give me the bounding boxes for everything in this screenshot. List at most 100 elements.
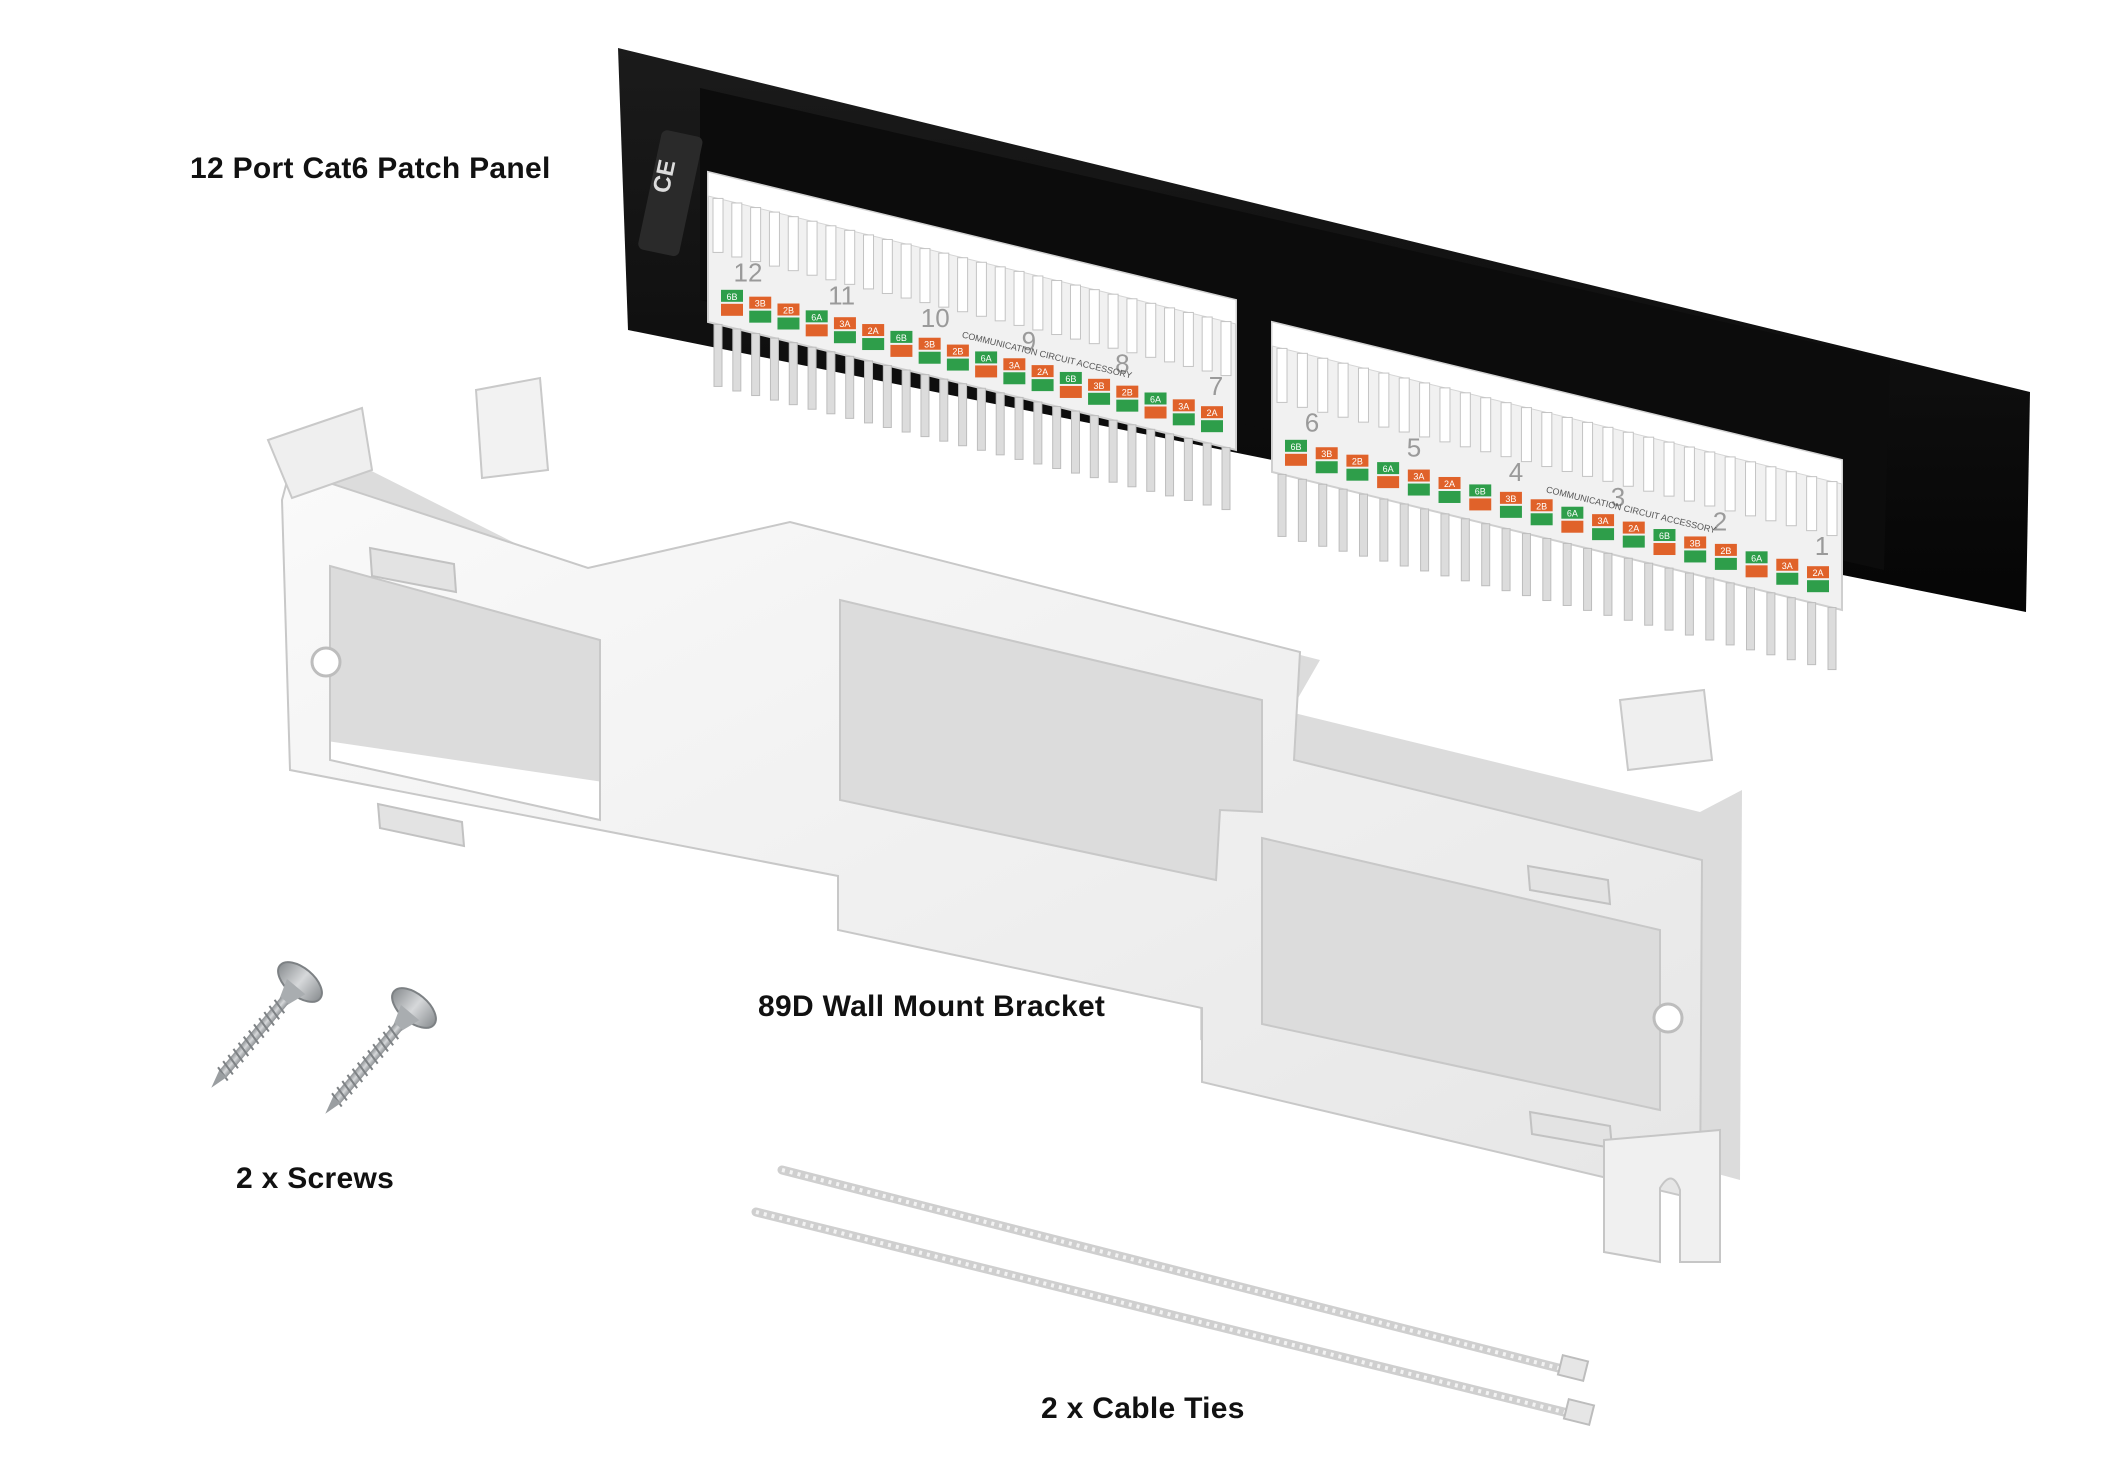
color-tag-text: 6B — [726, 292, 737, 302]
idc-contact — [1357, 367, 1369, 423]
screw-thread — [222, 1060, 234, 1076]
idc-contact — [1378, 372, 1390, 428]
screw-thread — [248, 1029, 260, 1045]
idc-contact — [1398, 377, 1410, 433]
idc-pin — [769, 337, 779, 401]
screw-thread — [372, 1043, 384, 1059]
color-tag-text: 3B — [924, 340, 935, 350]
idc-pin — [1583, 547, 1593, 611]
color-tag — [833, 331, 856, 344]
screw-thread — [367, 1049, 379, 1065]
color-tag-text: 3B — [1321, 449, 1332, 459]
screw-thread — [341, 1080, 353, 1095]
bracket-right-tab — [1618, 688, 1714, 772]
bracket-label: 89D Wall Mount Bracket — [758, 990, 1106, 1023]
color-tag-text: 2A — [1812, 568, 1823, 578]
idc-pin — [1603, 552, 1613, 616]
idc-contact — [863, 234, 875, 290]
screw-thread — [253, 1023, 265, 1039]
idc-contact — [1296, 352, 1308, 408]
idc-contact — [881, 238, 893, 294]
idc-contact — [957, 257, 969, 313]
color-tag-text: 3A — [1782, 561, 1793, 571]
port-number: 3 — [1611, 482, 1625, 512]
idc-contact — [844, 229, 856, 285]
color-tag — [1438, 490, 1461, 503]
color-tag — [721, 303, 743, 316]
idc-contact — [1582, 421, 1594, 477]
idc-contact — [1069, 284, 1081, 340]
screw-thread — [346, 1074, 358, 1089]
color-tag — [890, 344, 913, 357]
idc-contact — [731, 202, 743, 258]
idc-pin — [732, 328, 742, 392]
color-tag-text: 2B — [783, 306, 794, 316]
screw-icon — [325, 987, 437, 1114]
screws-label: 2 x Screws — [236, 1162, 395, 1195]
color-tag — [1315, 447, 1338, 460]
color-tag — [1499, 491, 1522, 504]
color-tag — [1346, 468, 1369, 481]
color-tag — [1653, 543, 1676, 556]
color-tag — [777, 317, 800, 330]
color-tag — [1807, 580, 1829, 593]
idc-contact — [938, 252, 950, 308]
color-tag-text: 3B — [1094, 381, 1105, 391]
idc-pin — [1108, 419, 1118, 483]
color-tag — [1776, 558, 1799, 571]
idc-pin — [751, 333, 761, 397]
idc-contact — [1182, 311, 1194, 367]
cable-ties-label: 2 x Cable Ties — [1041, 1392, 1245, 1425]
port-number: 7 — [1209, 371, 1223, 401]
idc-pin — [939, 378, 949, 442]
idc-pin — [1338, 488, 1348, 552]
idc-pin — [1052, 406, 1062, 470]
idc-pin — [1542, 538, 1552, 602]
idc-contact — [1164, 307, 1176, 363]
idc-pin — [1705, 577, 1715, 641]
color-tag — [862, 324, 885, 337]
bracket-left-hole — [310, 646, 342, 678]
color-tag-text: 6A — [1751, 553, 1762, 563]
screw-icon — [211, 961, 323, 1088]
color-tag — [1561, 506, 1584, 519]
color-tag — [1653, 529, 1676, 542]
color-tag — [1088, 378, 1111, 391]
idc-pin — [1420, 508, 1430, 572]
color-tag-text: 6B — [1290, 442, 1301, 452]
color-tag — [1469, 484, 1492, 497]
idc-contact — [1480, 397, 1492, 453]
idc-pin — [1014, 396, 1024, 460]
color-tag — [1407, 483, 1430, 496]
ce-mark-icon: CE — [638, 130, 703, 257]
color-tag-text: 3B — [1690, 538, 1701, 548]
color-tag — [721, 289, 743, 302]
idc-contact — [1806, 476, 1818, 532]
bracket-frame — [280, 468, 1704, 1202]
idc-pin — [1664, 567, 1674, 631]
color-tag-text: 2A — [868, 326, 879, 336]
idc-pin — [1297, 478, 1307, 542]
bracket-left-tab — [266, 406, 374, 500]
idc-contact — [1459, 392, 1471, 448]
color-tag-text: 6B — [1659, 531, 1670, 541]
idc-pin — [995, 392, 1005, 456]
color-tag — [1031, 365, 1054, 378]
color-tag — [1346, 454, 1369, 467]
screw-thread — [258, 1017, 270, 1033]
idc-contact — [1107, 293, 1119, 349]
port-number: 5 — [1407, 432, 1421, 462]
bracket-bottom-slot-tab — [1603, 1128, 1721, 1264]
color-tag-text: 6A — [1150, 394, 1161, 404]
screw-thread — [232, 1048, 244, 1063]
color-tag-text: 3A — [839, 319, 850, 329]
idc-pin — [1501, 528, 1511, 592]
idc-pin — [958, 383, 968, 447]
idc-pin — [1786, 597, 1796, 661]
idc-contact — [1276, 347, 1288, 403]
punchdown-module-left: 6B3B2B6A3A2A6B3B2B6A3A2A6B3B2B6A3A2A1211… — [707, 170, 1237, 511]
color-tag — [1116, 385, 1139, 398]
idc-contact — [1201, 316, 1213, 372]
color-tag-text: 2B — [1720, 546, 1731, 556]
